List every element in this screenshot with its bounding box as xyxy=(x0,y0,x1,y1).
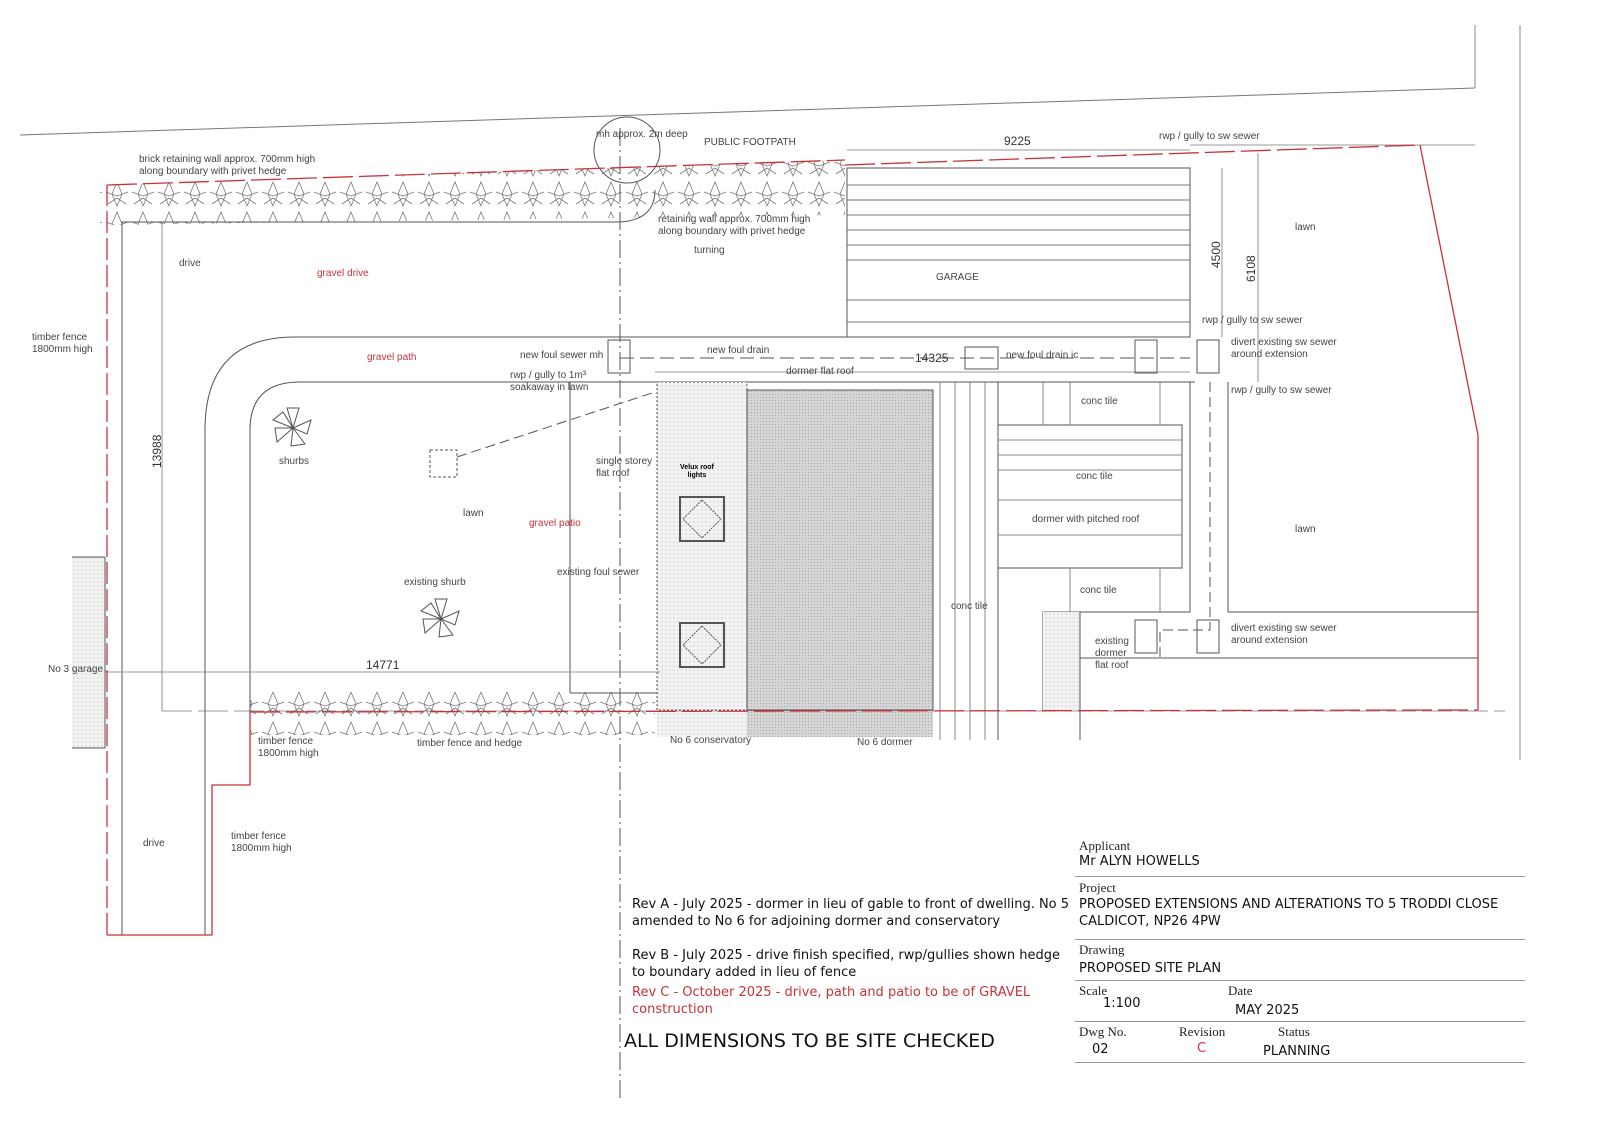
label-velux: Velux roof lights xyxy=(680,464,714,479)
hedge-top xyxy=(100,160,845,225)
label-new-foul-drain-ic: new foul drain ic xyxy=(1006,350,1079,361)
label-gravel-path: gravel path xyxy=(367,352,417,363)
label-timber-fence-low: timber fence 1800mm high xyxy=(231,831,292,854)
project-label: Project xyxy=(1079,880,1116,895)
label-dormer-pitched: dormer with pitched roof xyxy=(1032,514,1140,525)
note-rev-b: Rev B - July 2025 - drive finish specifi… xyxy=(632,948,1060,980)
label-conc-tile: conc tile xyxy=(1081,396,1118,407)
status-label: Status xyxy=(1278,1024,1310,1039)
label-divert-top: divert existing sw sewer around extensio… xyxy=(1231,337,1337,360)
drawing-value: PROPOSED SITE PLAN xyxy=(1079,961,1222,976)
label-drive: drive xyxy=(179,258,201,269)
label-single-storey: single storey flat roof xyxy=(596,456,653,479)
divider xyxy=(1075,1062,1525,1063)
label-rwp-mid: rwp / gully to sw sewer xyxy=(1202,315,1303,326)
label-garage: GARAGE xyxy=(936,272,979,283)
single-storey-flat-roof xyxy=(656,381,748,711)
dimension-6108: 6108 xyxy=(1244,255,1258,282)
label-shurbs: shurbs xyxy=(279,456,310,467)
divider xyxy=(1075,980,1525,981)
dimension-4500: 4500 xyxy=(1209,241,1223,268)
label-rwp-soakaway: rwp / gully to 1m³ soakaway in lawn xyxy=(510,370,589,393)
revision-value: C xyxy=(1197,1041,1207,1056)
note-rev-c: Rev C - October 2025 - drive, path and p… xyxy=(632,985,1031,1017)
label-manhole: mh approx. 2m deep xyxy=(596,129,688,140)
drawing-label: Drawing xyxy=(1079,942,1125,957)
label-public-footpath: PUBLIC FOOTPATH xyxy=(704,137,796,148)
label-existing-dormer: existing dormer flat roof xyxy=(1095,636,1129,671)
label-conc-tile: conc tile xyxy=(951,601,988,612)
label-lawn-top: lawn xyxy=(1295,222,1316,233)
divider xyxy=(1075,1021,1525,1022)
dwg-no-label: Dwg No. xyxy=(1079,1024,1127,1039)
label-rwp-lower: rwp / gully to sw sewer xyxy=(1231,385,1332,396)
dwg-no-value: 02 xyxy=(1092,1042,1109,1057)
label-timber-fence: timber fence 1800mm high xyxy=(32,332,93,355)
divider xyxy=(1075,939,1525,940)
hedge-bottom xyxy=(250,692,655,735)
dimension-14325: 14325 xyxy=(915,351,949,365)
label-turning: turning xyxy=(694,245,725,256)
label-rwp-top: rwp / gully to sw sewer xyxy=(1159,131,1260,142)
label-gravel-patio: gravel patio xyxy=(529,518,581,529)
label-lawn-right: lawn xyxy=(1295,524,1316,535)
label-lawn: lawn xyxy=(463,508,484,519)
label-divert-bottom: divert existing sw sewer around extensio… xyxy=(1231,623,1337,646)
label-existing-shurb: existing shurb xyxy=(404,577,466,588)
dimension-14771: 14771 xyxy=(366,658,400,672)
scale-value: 1:100 xyxy=(1103,996,1141,1011)
label-brick-wall: brick retaining wall approx. 700mm high … xyxy=(139,154,316,177)
project-value: PROPOSED EXTENSIONS AND ALTERATIONS TO 5… xyxy=(1079,897,1499,929)
shrub-symbol xyxy=(272,407,312,447)
label-no3-garage: No 3 garage xyxy=(48,664,104,675)
shrub-symbol xyxy=(420,598,460,638)
date-label: Date xyxy=(1228,983,1253,998)
note-site-checked: ALL DIMENSIONS TO BE SITE CHECKED xyxy=(624,1030,995,1052)
applicant-value: Mr ALYN HOWELLS xyxy=(1079,854,1200,869)
label-gravel-drive: gravel drive xyxy=(317,268,369,279)
note-rev-a: Rev A - July 2025 - dormer in lieu of ga… xyxy=(632,897,1070,929)
label-existing-foul-sewer: existing foul sewer xyxy=(557,567,640,578)
date-value: MAY 2025 xyxy=(1235,1003,1300,1018)
label-timber-fence-mid: timber fence 1800mm high xyxy=(258,736,319,759)
label-new-foul-sewer-mh: new foul sewer mh xyxy=(520,350,604,361)
label-conc-tile: conc tile xyxy=(1080,585,1117,596)
label-conc-tile: conc tile xyxy=(1076,471,1113,482)
revision-label: Revision xyxy=(1179,1024,1226,1039)
dormer-flat-roof xyxy=(746,389,934,711)
label-drive-bottom: drive xyxy=(143,838,165,849)
applicant-label: Applicant xyxy=(1079,838,1131,853)
divider xyxy=(1075,876,1525,877)
dimension-9225: 9225 xyxy=(1004,134,1031,148)
manhole-circle xyxy=(593,116,661,184)
label-no6-dormer: No 6 dormer xyxy=(857,737,913,748)
label-retaining-wall: retaining wall approx. 700mm high along … xyxy=(658,214,811,237)
dimension-13988: 13988 xyxy=(150,434,164,468)
label-dormer-flat-roof: dormer flat roof xyxy=(786,366,854,377)
scale-label: Scale xyxy=(1079,983,1108,998)
label-no6-conservatory: No 6 conservatory xyxy=(670,735,752,746)
label-timber-fence-hedge: timber fence and hedge xyxy=(417,738,523,749)
label-new-foul-drain: new foul drain xyxy=(707,345,770,356)
status-value: PLANNING xyxy=(1263,1044,1331,1059)
